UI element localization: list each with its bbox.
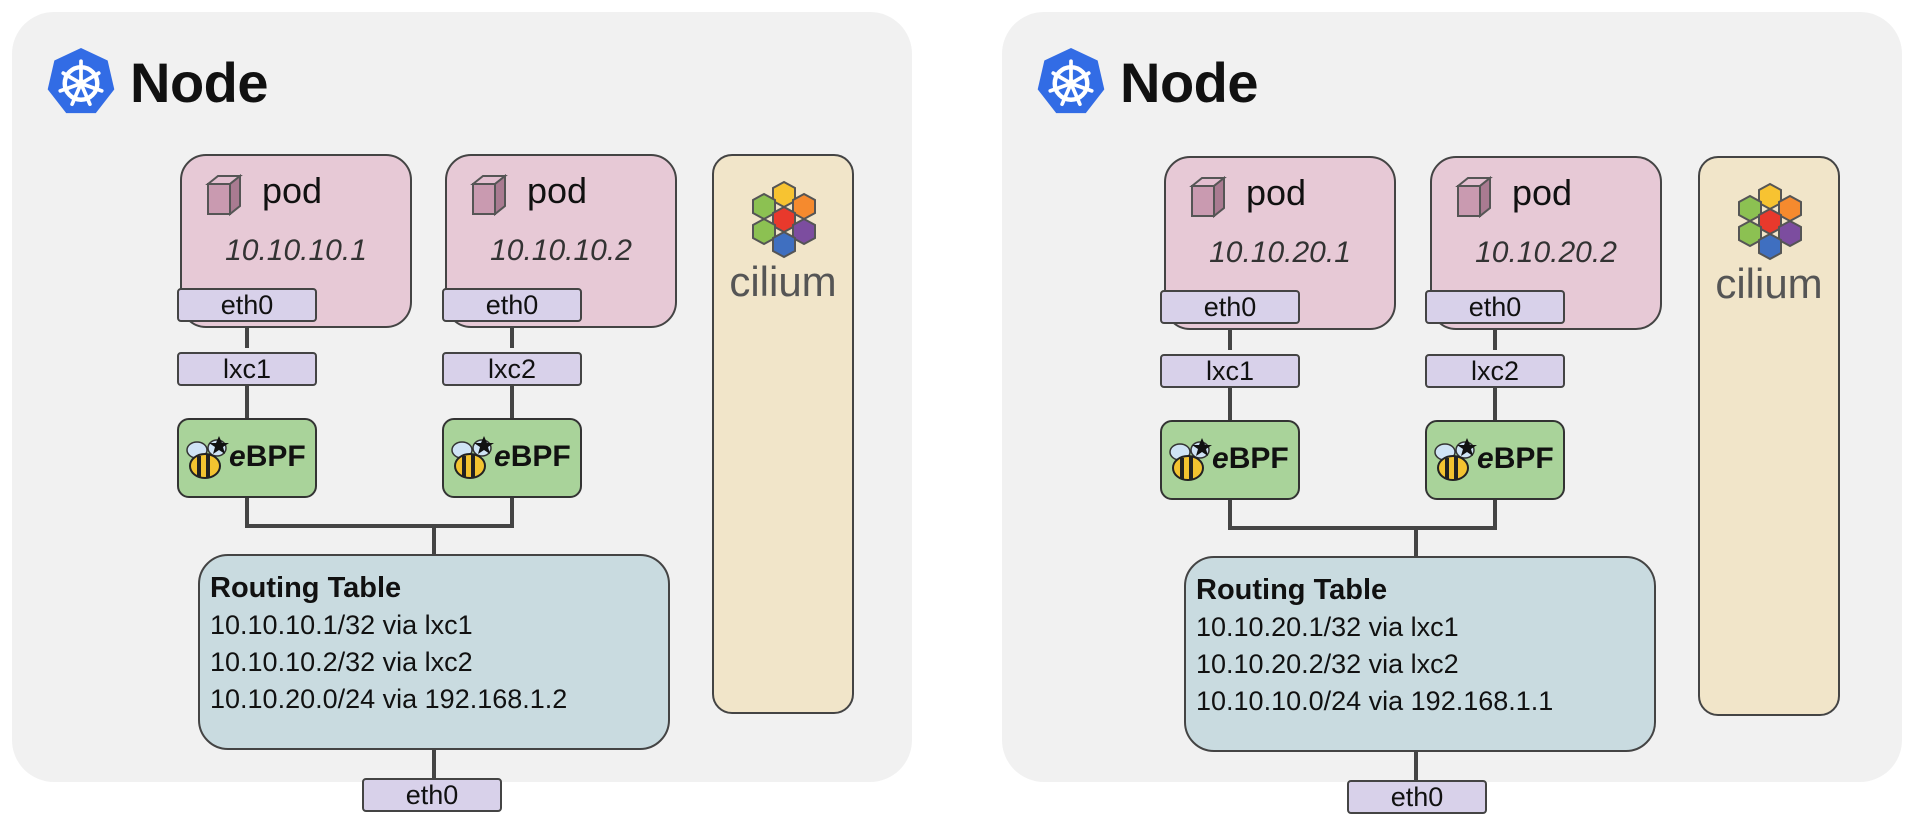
ebpf-label: eBPF bbox=[494, 440, 571, 473]
node-eth0[interactable]: eth0 bbox=[1347, 780, 1487, 814]
lxc-interface[interactable]: lxc2 bbox=[442, 352, 582, 386]
ebpf-label: eBPF bbox=[229, 440, 306, 473]
ebpf-bee-icon bbox=[451, 436, 494, 479]
pod-eth0[interactable]: eth0 bbox=[177, 288, 317, 322]
lxc-interface[interactable]: lxc1 bbox=[177, 352, 317, 386]
node-panel: Node pod 10.10.10.1 eth0 lxc1 eBPF bbox=[12, 12, 912, 812]
pod-cube-icon bbox=[1455, 176, 1493, 219]
node-title: Node bbox=[130, 50, 269, 114]
routing-table: Routing Table 10.10.10.1/32 via lxc1 10.… bbox=[198, 554, 670, 750]
pod-ip: 10.10.20.1 bbox=[1209, 236, 1351, 269]
pod-label: pod bbox=[527, 170, 588, 211]
route-entry: 10.10.10.0/24 via 192.168.1.1 bbox=[1196, 686, 1554, 716]
ebpf-program[interactable]: eBPF bbox=[1425, 420, 1565, 500]
cilium-hexagon-icon bbox=[1738, 182, 1802, 261]
ebpf-program[interactable]: eBPF bbox=[442, 418, 582, 498]
routing-table-title: Routing Table bbox=[210, 572, 402, 604]
cilium-hexagon-icon bbox=[752, 180, 816, 259]
cilium-agent: cilium bbox=[712, 154, 854, 714]
ebpf-bee-icon bbox=[186, 436, 229, 479]
node-title: Node bbox=[1120, 50, 1259, 114]
ebpf-bee-icon bbox=[1169, 438, 1212, 481]
node-header: Node bbox=[44, 42, 269, 122]
node-eth0[interactable]: eth0 bbox=[362, 778, 502, 812]
kubernetes-icon bbox=[47, 47, 115, 114]
route-entry: 10.10.10.2/32 via lxc2 bbox=[210, 647, 473, 677]
ebpf-label: eBPF bbox=[1477, 442, 1554, 475]
pod-label: pod bbox=[1246, 172, 1307, 213]
ebpf-program[interactable]: eBPF bbox=[177, 418, 317, 498]
node-header: Node bbox=[1034, 42, 1259, 122]
route-entry: 10.10.20.0/24 via 192.168.1.2 bbox=[210, 684, 568, 714]
kubernetes-icon bbox=[1037, 47, 1105, 114]
pod-ip: 10.10.10.2 bbox=[490, 234, 632, 267]
cilium-agent: cilium bbox=[1698, 156, 1840, 716]
cilium-label: cilium bbox=[729, 258, 837, 305]
ebpf-label: eBPF bbox=[1212, 442, 1289, 475]
ebpf-program[interactable]: eBPF bbox=[1160, 420, 1300, 500]
pod-eth0[interactable]: eth0 bbox=[1160, 290, 1300, 324]
ebpf-bee-icon bbox=[1434, 438, 1477, 481]
pod-cube-icon bbox=[470, 174, 508, 217]
pod-eth0[interactable]: eth0 bbox=[1425, 290, 1565, 324]
lxc-interface[interactable]: lxc1 bbox=[1160, 354, 1300, 388]
pod-cube-icon bbox=[1189, 176, 1227, 219]
pod-eth0[interactable]: eth0 bbox=[442, 288, 582, 322]
pod-ip: 10.10.20.2 bbox=[1475, 236, 1617, 269]
route-entry: 10.10.10.1/32 via lxc1 bbox=[210, 610, 473, 640]
pod-label: pod bbox=[262, 170, 323, 211]
node-panel: Node pod 10.10.20.1 eth0 lxc1 eBPF bbox=[1002, 12, 1902, 814]
pod-ip: 10.10.10.1 bbox=[225, 234, 367, 267]
routing-table: Routing Table 10.10.20.1/32 via lxc1 10.… bbox=[1184, 556, 1656, 752]
pod-label: pod bbox=[1512, 172, 1573, 213]
lxc-interface[interactable]: lxc2 bbox=[1425, 354, 1565, 388]
route-entry: 10.10.20.2/32 via lxc2 bbox=[1196, 649, 1459, 679]
routing-table-title: Routing Table bbox=[1196, 574, 1388, 606]
route-entry: 10.10.20.1/32 via lxc1 bbox=[1196, 612, 1459, 642]
cilium-label: cilium bbox=[1715, 260, 1823, 307]
pod-cube-icon bbox=[205, 174, 243, 217]
